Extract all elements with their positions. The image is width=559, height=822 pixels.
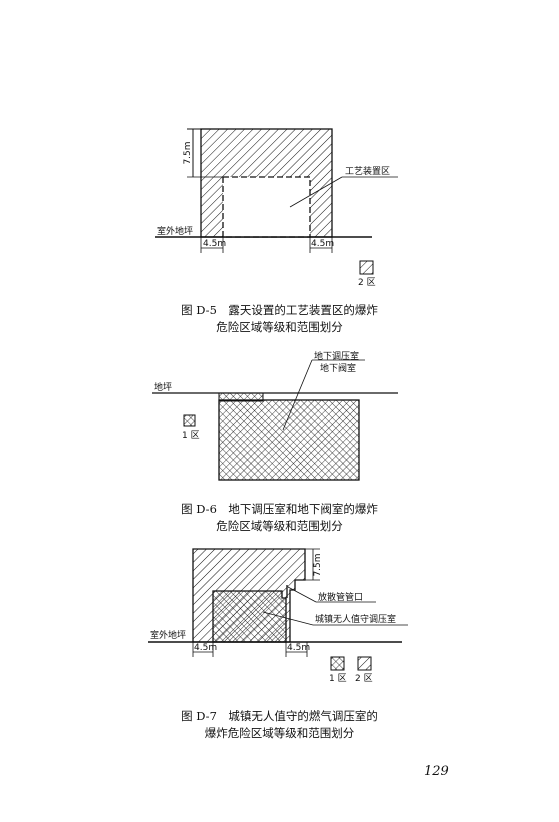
room-label-line2: 地下阀室 bbox=[320, 362, 356, 374]
figure-d6-caption: 图 D-6 地下调压室和地下阀室的爆炸 危险区域等级和范围划分 bbox=[0, 501, 559, 535]
caption-line: 爆炸危险区域等级和范围划分 bbox=[204, 726, 355, 740]
legend-zone2-swatch bbox=[359, 260, 374, 275]
legend-zone1-swatch bbox=[183, 414, 196, 427]
caption-line: 危险区域等级和范围划分 bbox=[216, 320, 343, 334]
height-dim-label: 7.5m bbox=[183, 141, 193, 164]
vent-label: 放散管管口 bbox=[318, 591, 363, 603]
legend-zone1-swatch bbox=[330, 656, 345, 671]
legend-zone1-label: 1 区 bbox=[329, 673, 347, 684]
process-area-box bbox=[222, 176, 311, 238]
right-dim-label: 4.5m bbox=[287, 643, 310, 653]
underground-room bbox=[218, 399, 360, 481]
figure-d6-diagram: 地坪 地下调压室 地下阀室 1 区 bbox=[152, 350, 398, 481]
legend-zone2-label: 2 区 bbox=[355, 673, 373, 684]
height-dim-label: 7.5m bbox=[313, 553, 323, 576]
caption-line: 图 D-6 地下调压室和地下阀室的爆炸 bbox=[181, 502, 378, 516]
left-dim-label: 4.5m bbox=[203, 239, 226, 249]
caption-line: 图 D-7 城镇无人值守的燃气调压室的 bbox=[181, 709, 378, 723]
page-number: 129 bbox=[424, 764, 449, 779]
left-dim-label: 4.5m bbox=[194, 643, 217, 653]
legend-zone1-label: 1 区 bbox=[182, 430, 200, 441]
figure-d7-diagram: 室外地坪 7.5m 放散管管口 城镇无人值守调压室 4.5m 4.5m 1 区 … bbox=[148, 548, 408, 684]
figure-d5-diagram: 7.5m 工艺装置区 室外地坪 4.5m 4.5m 2 区 bbox=[155, 128, 398, 288]
figure-d7-caption: 图 D-7 城镇无人值守的燃气调压室的 爆炸危险区域等级和范围划分 bbox=[0, 708, 559, 742]
station-label: 城镇无人值守调压室 bbox=[315, 613, 396, 625]
legend-zone2-label: 2 区 bbox=[358, 277, 376, 288]
process-area-label: 工艺装置区 bbox=[345, 165, 390, 177]
right-dim-label: 4.5m bbox=[311, 239, 334, 249]
caption-line: 危险区域等级和范围划分 bbox=[216, 519, 343, 533]
room-label-line1: 地下调压室 bbox=[314, 350, 359, 362]
zone1-area bbox=[212, 590, 287, 643]
caption-line: 图 D-5 露天设置的工艺装置区的爆炸 bbox=[181, 303, 378, 317]
ground-label: 地坪 bbox=[154, 381, 172, 393]
ground-label: 室外地坪 bbox=[150, 629, 186, 641]
figure-d5-caption: 图 D-5 露天设置的工艺装置区的爆炸 危险区域等级和范围划分 bbox=[0, 302, 559, 336]
legend-zone2-swatch bbox=[357, 656, 372, 671]
ground-label: 室外地坪 bbox=[157, 225, 193, 237]
